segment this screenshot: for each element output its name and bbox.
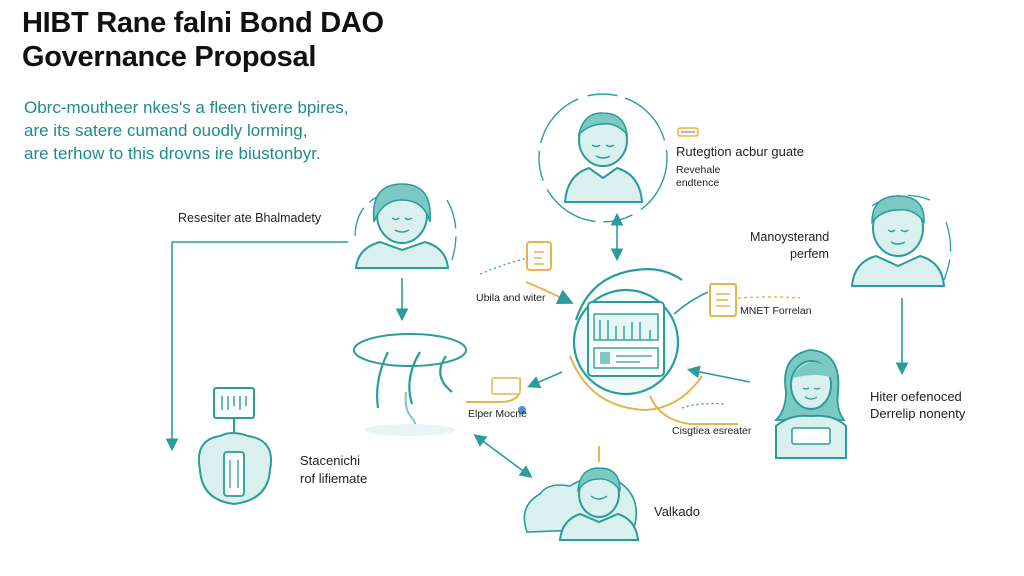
label-left-user: Resesiter ate Bhalmadety [178, 211, 322, 225]
intro-text: Obrc-moutheer nkes's a fleen tivere bpir… [24, 96, 349, 165]
left-user-avatar [354, 183, 457, 269]
label-lower-right-user-line1: Hiter oefenoced [870, 389, 962, 404]
label-bottom-left-line1: Stacenichi [300, 453, 360, 468]
title-line-2: Governance Proposal [22, 41, 317, 73]
right-user-avatar [850, 194, 952, 287]
bottom-user-avatar [523, 446, 640, 541]
label-top-right-sub1: Revehale [676, 164, 721, 176]
top-user-avatar [538, 93, 668, 223]
intro-line-3: are terhow to this drovns ire biustonbyr… [24, 144, 321, 163]
label-top-right-main: Rutegtion acbur guate [676, 144, 804, 159]
connector-arrows [165, 212, 909, 478]
label-right-user-line1: Manoysterand [750, 230, 830, 244]
flow-icon-lower-left [466, 377, 526, 414]
label-flow-right: MNET Forrelan [740, 305, 812, 317]
label-flow-left: Ubila and witer [476, 292, 546, 304]
intro-line-2: are its satere cumand ouodly lorming, [24, 121, 308, 140]
central-hub [569, 268, 703, 412]
label-bottom-left-line2: rof lifiemate [300, 471, 368, 486]
title-line-1: HIBT Rane falni Bond DAO [22, 7, 384, 39]
bottom-left-user-avatar [198, 387, 272, 506]
page-title: HIBT Rane falni Bond DAO Governance Prop… [22, 6, 384, 74]
label-lower-right-user-line2: Derrelip nonenty [870, 406, 966, 421]
lower-right-user-avatar [773, 349, 847, 459]
label-right-user-line2: perfem [790, 247, 829, 261]
wallet-icon [479, 241, 574, 305]
label-lower-left-flow: Elper Mocne [468, 408, 527, 420]
label-lower-right-flow: Cisgtiea esreater [672, 425, 752, 437]
flow-icon-lower-right [649, 395, 738, 425]
document-icon-top [677, 127, 699, 137]
intro-line-1: Obrc-moutheer nkes's a fleen tivere bpir… [24, 98, 349, 117]
card-icon-right [673, 283, 801, 317]
label-bottom-user: Valkado [654, 504, 701, 519]
funnel-symbol [353, 333, 467, 436]
label-top-right-sub2: endtence [676, 177, 720, 189]
